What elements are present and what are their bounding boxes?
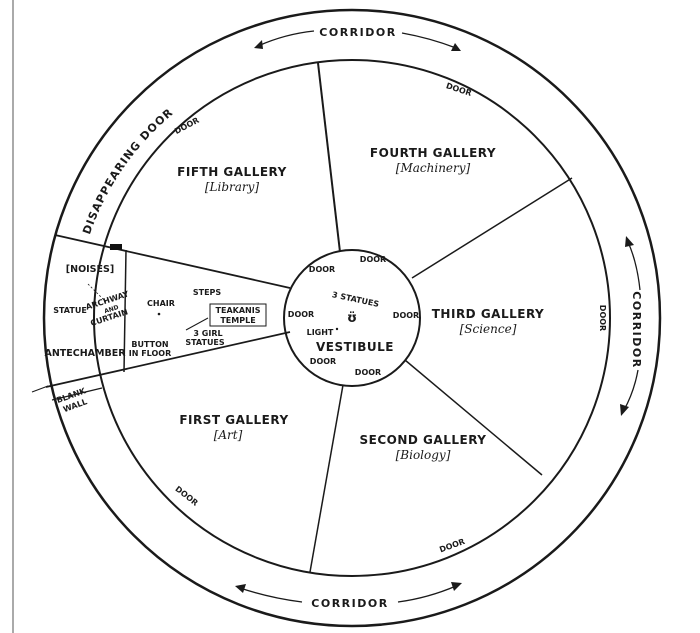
chair-label: CHAIR	[147, 299, 175, 308]
corridor-arrow-right-down	[623, 369, 639, 411]
corridor-arrowhead-top-right	[451, 43, 461, 51]
corridor-arrowhead-top-left	[254, 40, 263, 49]
corridor-label-right: CORRIDOR	[630, 291, 643, 368]
vestibule-door-bottom-left: DOOR	[310, 357, 336, 366]
disappearing-door-mark	[110, 244, 122, 250]
corridor-arrowhead-bottom-right	[451, 582, 462, 591]
vestibule-statues-label: 3 STATUES	[331, 290, 380, 309]
gallery-subject-third: [Science]	[460, 322, 517, 336]
wall-tick	[31, 385, 49, 393]
corridor-label-bottom: CORRIDOR	[311, 597, 388, 610]
vestibule-light-label: LIGHT	[307, 328, 334, 337]
corridor-label-top: CORRIDOR	[319, 26, 396, 39]
divider-first-second	[309, 384, 344, 573]
gallery-subject-fifth: [Library]	[205, 180, 260, 194]
corridor-arrowhead-bottom-left	[235, 584, 246, 593]
statue-label: STATUE	[53, 306, 87, 315]
wing-lower-wall	[45, 331, 291, 388]
statue-pointer	[87, 283, 107, 303]
vestibule-door-left: DOOR	[288, 310, 314, 319]
corridor-arrow-top-right	[401, 32, 457, 49]
corridor-arrow-bottom-left	[239, 587, 303, 603]
button-label-line2: IN FLOOR	[129, 349, 172, 358]
girl-statues-line1: 3 GIRL	[193, 329, 222, 338]
vestibule-name: VESTIBULE	[316, 340, 394, 354]
gallery-subject-first: [Art]	[214, 428, 243, 442]
vestibule-door-top-left: DOOR	[309, 265, 335, 274]
divider-second-third	[404, 359, 543, 476]
light-marker	[335, 327, 339, 331]
chair-marker	[157, 312, 161, 316]
corridor-arrow-right-up	[627, 241, 641, 291]
divider-fourth-fifth	[317, 62, 341, 253]
temple-box	[209, 303, 267, 327]
gallery-name-fifth: FIFTH GALLERY	[177, 165, 287, 179]
gallery-subject-fourth: [Machinery]	[396, 161, 471, 175]
disappearing-door-label: DISAPPEARING DOOR	[80, 106, 176, 236]
temple-pointer	[185, 317, 209, 331]
corridor-arrow-top	[257, 30, 315, 47]
gallery-name-first: FIRST GALLERY	[179, 413, 288, 427]
antechamber-label: ANTECHAMBER	[44, 348, 126, 359]
corridor-arrowhead-right-down	[620, 404, 629, 416]
blank-wall-line	[51, 387, 103, 401]
inner-gallery-wall	[93, 59, 611, 577]
steps-label: STEPS	[193, 288, 222, 297]
wing-upper-wall	[54, 234, 291, 289]
gallery-subject-second: [Biology]	[396, 448, 451, 462]
gallery-name-third: THIRD GALLERY	[432, 307, 544, 321]
vestibule-door-top-right: DOOR	[360, 255, 386, 264]
temple-label-line1: TEAKANIS	[216, 306, 261, 315]
girl-statues-line2: STATUES	[185, 338, 225, 347]
outer-wall	[42, 8, 662, 628]
corridor-arrowhead-right-up	[625, 236, 634, 247]
vestibule-door-bottom-right: DOOR	[355, 368, 381, 377]
divider-third-fourth	[411, 177, 573, 279]
gallery-name-fourth: FOURTH GALLERY	[370, 146, 496, 160]
corridor-arrow-bottom-right	[397, 585, 457, 603]
vestibule-door-right: DOOR	[393, 311, 419, 320]
statue-group-icon: ʊ̈	[347, 311, 357, 326]
antechamber-partition	[123, 249, 127, 373]
button-label-line1: BUTTON	[131, 340, 168, 349]
door-third-gallery: DOOR	[598, 305, 607, 331]
noises-label: [NOISES]	[66, 264, 114, 275]
vestibule-wall	[283, 249, 421, 387]
gallery-name-second: SECOND GALLERY	[360, 433, 487, 447]
archway-and-label: AND	[103, 304, 119, 315]
door-first-gallery: DOOR	[173, 484, 199, 507]
temple-label-line2: TEMPLE	[220, 316, 255, 325]
